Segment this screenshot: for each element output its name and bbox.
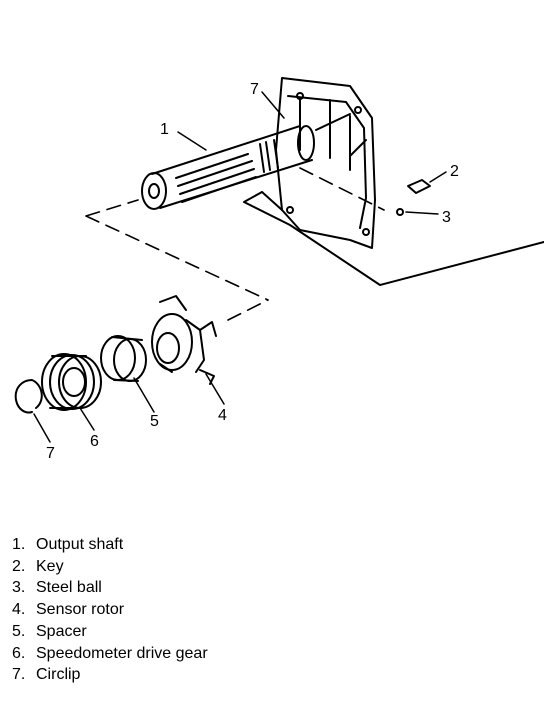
legend-label: Steel ball [36,579,102,597]
callout-6: 6 [90,433,99,450]
legend-number: 6. [12,644,26,662]
legend-label: Key [36,557,64,575]
circlip [14,379,43,414]
sensor-rotor [151,295,217,385]
legend-label: Sensor rotor [36,601,125,619]
callout-7-shaft: 7 [250,81,259,98]
legend-label: Output shaft [36,536,124,553]
steel-ball [396,208,404,216]
key [407,179,431,194]
legend-item: 5. Spacer [12,621,208,643]
assembly-centerline [85,167,385,321]
legend-number: 7. [12,666,26,684]
output-shaft [141,125,315,210]
legend-item: 6. Speedometer drive gear [12,643,208,665]
callout-4: 4 [218,407,227,424]
legend-number: 5. [12,622,26,640]
case-housing [243,77,544,286]
legend-item: 7. Circlip [12,664,208,686]
spacer [100,335,147,382]
legend-label: Speedometer drive gear [36,644,208,662]
legend-item: 4. Sensor rotor [12,599,208,621]
parts-legend: 1. Output shaft 2. Key 3. Steel ball 4. Sens… [12,534,208,686]
exploded-diagram: 1 7 2 3 4 5 6 7 [14,77,544,462]
legend-item: 3. Steel ball [12,577,208,599]
legend-item: 1. Output shaft [12,534,208,556]
legend-number: 4. [12,601,26,619]
legend-label: Spacer [36,622,87,640]
callout-3: 3 [442,209,451,226]
legend-number: 2. [12,557,26,575]
callout-1: 1 [160,121,169,138]
callout-7-circlip: 7 [46,445,55,462]
legend-item: 2. Key [12,556,208,578]
callout-2: 2 [450,163,459,180]
legend-number: 1. [12,536,26,553]
legend-number: 3. [12,579,26,597]
leader-lines [33,91,447,443]
legend-label: Circlip [36,666,81,684]
callout-5: 5 [150,413,159,430]
speedometer-drive-gear [41,353,102,411]
